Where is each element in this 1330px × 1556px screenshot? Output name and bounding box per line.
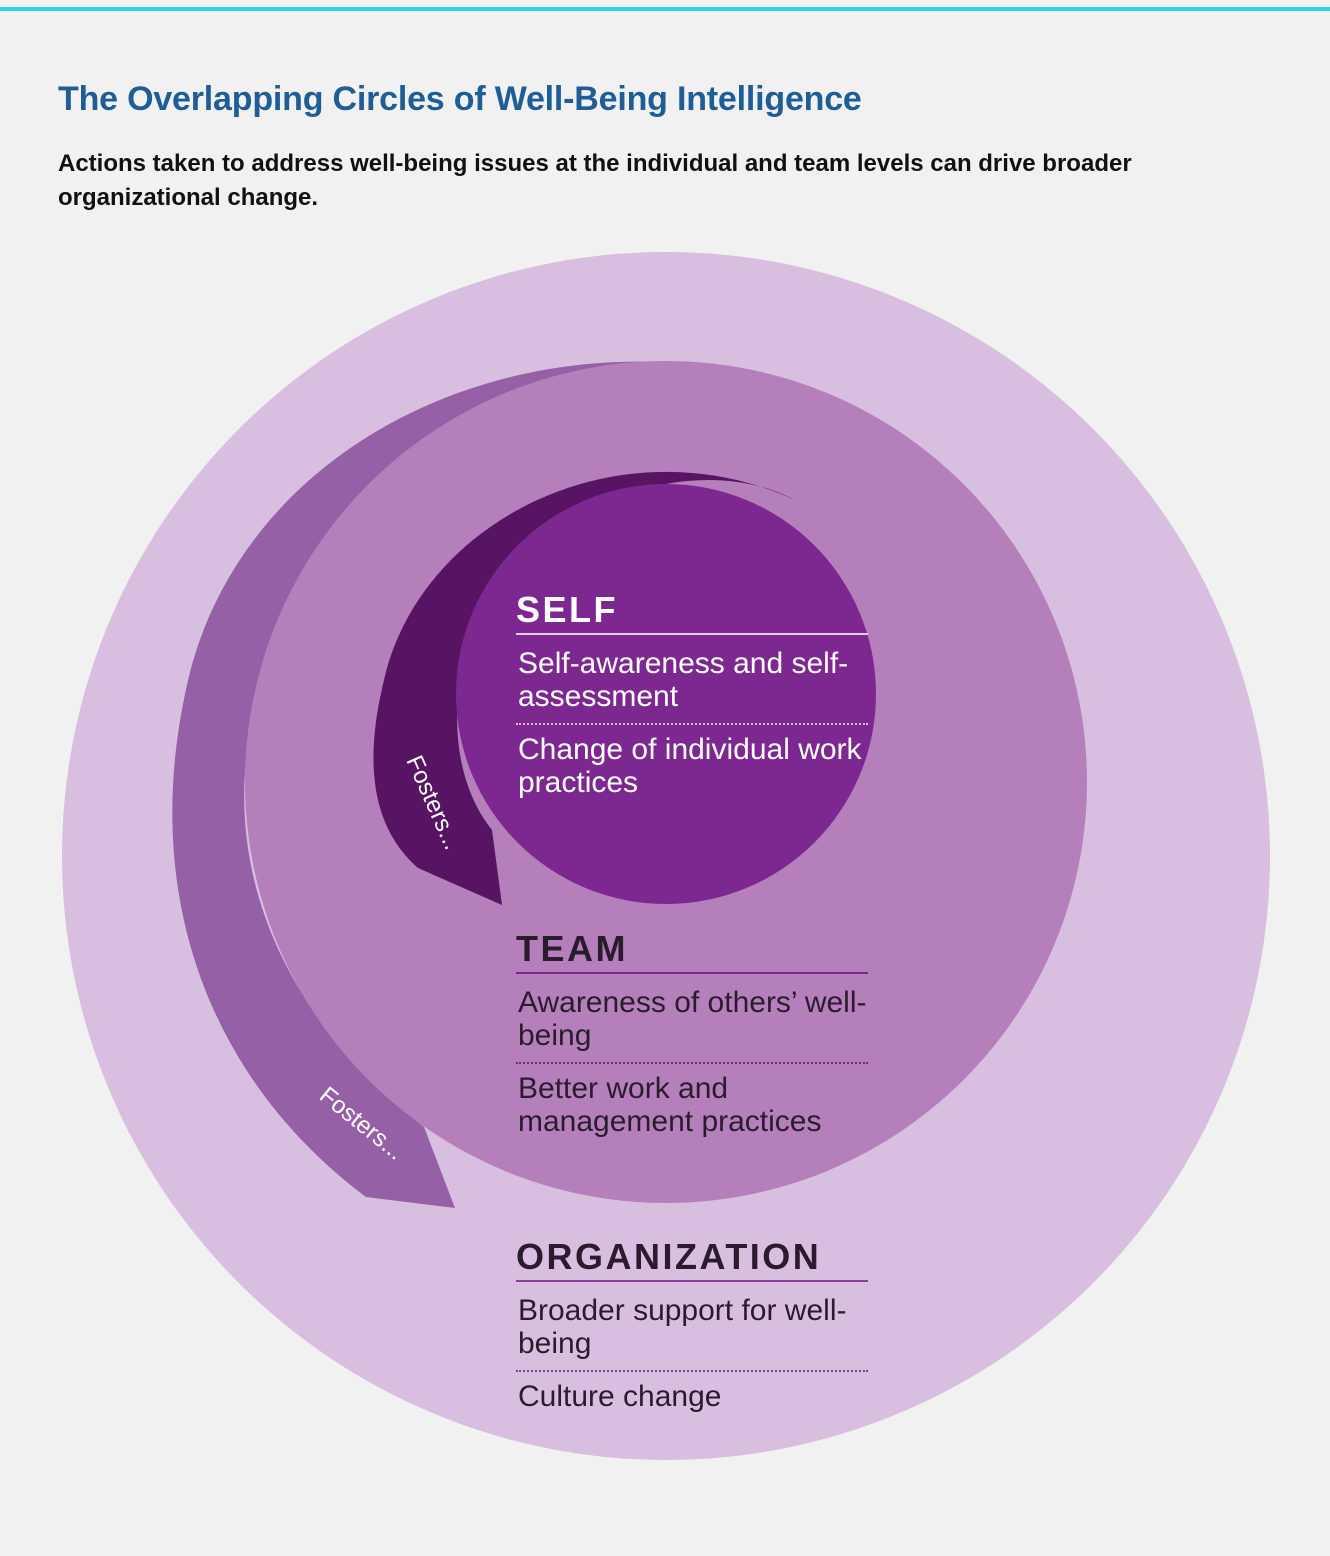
- organization-heading: ORGANIZATION: [516, 1236, 822, 1277]
- self-item-practices: Change of individual work practices: [518, 733, 862, 799]
- team-heading-rule: [516, 972, 868, 974]
- page-title: The Overlapping Circles of Well-Being In…: [58, 80, 862, 118]
- organization-heading-rule: [516, 1280, 868, 1282]
- self-heading: SELF: [516, 589, 619, 630]
- organization-item-support: Broader support for well-being: [518, 1294, 847, 1360]
- accent-rule: [0, 7, 1330, 11]
- self-circle: [456, 484, 876, 904]
- self-item-divider: [516, 723, 868, 725]
- inner-fosters-arrow: [373, 471, 795, 905]
- page-subtitle: Actions taken to address well-being issu…: [58, 150, 1132, 211]
- organization-panel: ORGANIZATION Broader support for well-be…: [516, 1237, 868, 1417]
- self-panel: SELF Self-awareness and self-assessment …: [516, 590, 868, 803]
- team-item-practices: Better work and management practices: [518, 1072, 822, 1138]
- organization-item-culture: Culture change: [518, 1380, 722, 1413]
- team-heading: TEAM: [516, 928, 628, 969]
- self-item-awareness: Self-awareness and self-assessment: [518, 647, 849, 713]
- organization-item-divider: [516, 1370, 868, 1372]
- team-item-awareness: Awareness of others’ well-being: [518, 986, 867, 1052]
- team-item-divider: [516, 1062, 868, 1064]
- team-panel: TEAM Awareness of others’ well-being Bet…: [516, 929, 868, 1142]
- self-heading-rule: [516, 633, 868, 635]
